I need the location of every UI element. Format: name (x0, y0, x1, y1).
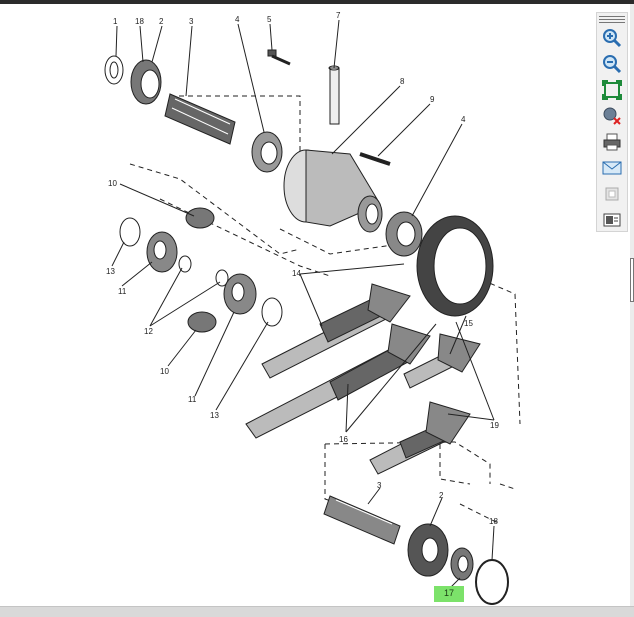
printer-icon (603, 133, 621, 151)
callout-15[interactable]: 15 (464, 319, 473, 328)
callout-3-lower[interactable]: 3 (377, 481, 382, 490)
zoom-out-icon (603, 55, 622, 74)
fit-page-button[interactable] (600, 79, 624, 101)
callout-16[interactable]: 16 (339, 435, 348, 444)
zoom-out-button[interactable] (600, 53, 624, 75)
highlighted-callout-17[interactable]: 17 (434, 586, 464, 602)
zoom-in-icon (603, 29, 622, 48)
highlighted-callout-label: 17 (443, 588, 454, 598)
callout-19[interactable]: 19 (490, 421, 499, 430)
image-view-icon (603, 213, 621, 227)
callout-13[interactable]: 13 (106, 267, 115, 276)
callout-3[interactable]: 3 (189, 17, 194, 26)
print-button[interactable] (600, 131, 624, 153)
callout-7[interactable]: 7 (336, 11, 341, 20)
callout-5[interactable]: 5 (267, 15, 272, 24)
side-panel-handle[interactable] (630, 258, 634, 302)
hotspot-off-icon (603, 107, 621, 125)
callout-10-lower[interactable]: 10 (160, 367, 169, 376)
bottom-window-border (0, 606, 634, 617)
callout-18-lower[interactable]: 18 (489, 517, 498, 526)
callout-8[interactable]: 8 (400, 77, 405, 86)
viewer-right-edge (630, 4, 634, 606)
top-window-border (0, 0, 634, 4)
exploded-gear-drawing: 1 18 2 3 4 5 7 8 9 4 10 13 11 12 10 11 1… (104, 11, 521, 605)
image-view-button[interactable] (600, 209, 624, 231)
callout-11-lower[interactable]: 11 (188, 395, 197, 404)
email-button[interactable] (600, 157, 624, 179)
callout-9[interactable]: 9 (430, 95, 435, 104)
toolbar-grip[interactable] (599, 16, 625, 24)
callout-2-lower[interactable]: 2 (439, 491, 444, 500)
export-button[interactable] (600, 183, 624, 205)
callout-12[interactable]: 12 (144, 327, 153, 336)
disable-hotspots-button[interactable] (600, 105, 624, 127)
callout-2[interactable]: 2 (159, 17, 164, 26)
envelope-icon (602, 161, 622, 175)
fit-page-icon (602, 80, 622, 100)
callout-4-right[interactable]: 4 (461, 115, 466, 124)
callout-4[interactable]: 4 (235, 15, 240, 24)
viewer-toolbar (596, 12, 628, 232)
callout-13-lower[interactable]: 13 (210, 411, 219, 420)
callout-10[interactable]: 10 (108, 179, 117, 188)
export-icon (605, 187, 619, 201)
callout-14[interactable]: 14 (292, 269, 301, 278)
callout-11[interactable]: 11 (118, 287, 127, 296)
callout-18[interactable]: 18 (135, 17, 144, 26)
callout-1[interactable]: 1 (113, 17, 118, 26)
parts-diagram[interactable]: 1 18 2 3 4 5 7 8 9 4 10 13 11 12 10 11 1… (0, 4, 596, 606)
zoom-in-button[interactable] (600, 27, 624, 49)
